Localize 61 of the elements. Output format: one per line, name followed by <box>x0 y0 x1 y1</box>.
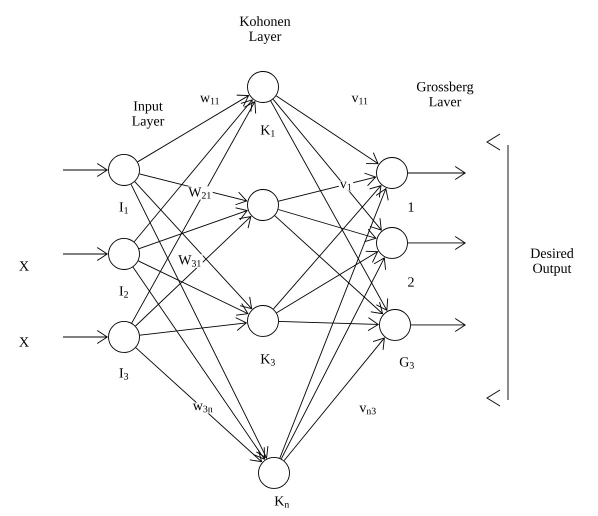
arrow <box>135 347 262 462</box>
arrow <box>280 257 386 460</box>
text-label: Desired Output <box>530 248 574 276</box>
neuron-circle <box>108 238 140 270</box>
arrow <box>278 172 377 202</box>
text-label: v$_{11}$ <box>352 96 368 104</box>
arrow <box>408 166 466 180</box>
text-label: v$_{n3}$ <box>359 406 376 414</box>
neuron-circle <box>247 71 279 103</box>
arrow <box>137 94 250 162</box>
arrow <box>134 99 253 242</box>
arrow <box>272 98 382 231</box>
arrow <box>62 247 108 261</box>
node-label: K$_{1}$ <box>260 125 275 137</box>
arrow <box>134 181 252 310</box>
arrow <box>276 250 378 314</box>
arrow <box>62 330 108 344</box>
arrow <box>139 317 248 336</box>
node-label: 1 <box>408 202 414 212</box>
node-label: G$_{3}$ <box>400 357 414 369</box>
node-label: I$_{1}$ <box>119 202 128 214</box>
node-label: K$_{3}$ <box>260 354 275 366</box>
arrow <box>131 100 256 324</box>
arrow <box>278 317 380 332</box>
arrow <box>410 318 466 332</box>
arrow <box>270 100 388 312</box>
node-label: I$_{3}$ <box>119 368 128 380</box>
arrow <box>132 266 265 460</box>
text-label: w$_{3n}$ <box>192 404 213 412</box>
text-label: v$_{1}$ <box>340 182 352 190</box>
arrow <box>284 337 385 462</box>
text-label: X <box>19 337 29 347</box>
node-label: 2 <box>408 277 414 287</box>
arrow <box>274 215 384 314</box>
neuron-circle <box>108 321 140 353</box>
neuron-circle <box>258 457 290 489</box>
arrow <box>279 188 389 459</box>
neuron-circle <box>379 309 411 341</box>
text-label: Grossberg Laver <box>416 82 474 106</box>
neuron-circle <box>376 227 408 259</box>
node-label: I$_{2}$ <box>119 286 128 298</box>
neuron-circle <box>108 154 140 186</box>
arrow <box>408 236 466 250</box>
neuron-circle <box>247 189 279 221</box>
arrow <box>273 185 382 310</box>
arrow <box>62 163 108 177</box>
arrow <box>138 260 249 316</box>
neuron-circle <box>247 305 279 337</box>
text-label: W$_{31}$ <box>178 255 201 267</box>
text-label: Input Layer <box>132 101 164 129</box>
text-label: Kohonen Layer <box>240 16 290 44</box>
text-label: W$_{21}$ <box>188 187 211 199</box>
arrow <box>130 184 268 459</box>
arrow <box>138 207 248 250</box>
node-label: K$_{n}$ <box>274 496 290 508</box>
arrow <box>278 209 377 242</box>
text-label: w$_{11}$ <box>200 96 219 104</box>
arrow <box>135 216 252 326</box>
arrow <box>276 95 379 164</box>
neuron-circle <box>376 157 408 189</box>
text-label: X <box>19 261 29 271</box>
